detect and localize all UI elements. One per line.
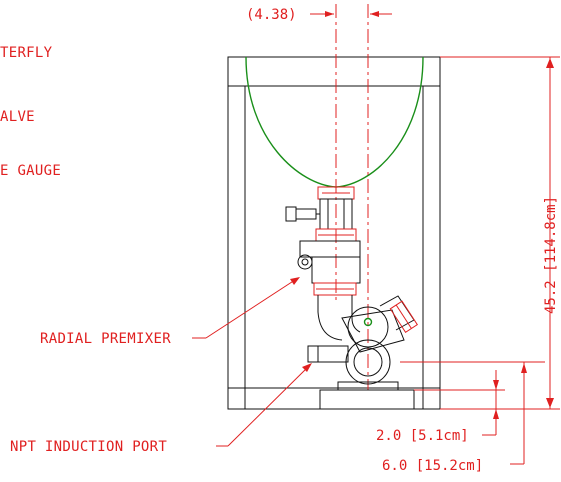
valve-label: ALVE [0,109,35,125]
radial-premixer-callout: RADIAL PREMIXER [40,277,300,347]
gauge-label: E GAUGE [0,163,61,179]
height-value: 45.2 [114.8cm] [543,196,559,314]
base-large-value: 6.0 [15.2cm] [382,458,483,474]
centerlines [335,4,369,390]
height-dimension: 45.2 [114.8cm] [440,56,560,410]
base-small-value: 2.0 [5.1cm] [376,428,469,444]
base-dimensions: 2.0 [5.1cm] 6.0 [15.2cm] [376,361,545,474]
butterfly-label: TERFLY [0,45,53,61]
top-offset-value: (4.38) [246,7,297,23]
top-offset-dimension: (4.38) [246,7,392,23]
tank-bowl [245,56,424,188]
radial-premixer-label: RADIAL PREMIXER [40,331,171,347]
premixer-piping [285,186,418,410]
npt-induction-port-callout: NPT INDUCTION PORT [10,363,312,455]
npt-induction-port-label: NPT INDUCTION PORT [10,439,167,455]
cabinet-frame [227,56,441,410]
